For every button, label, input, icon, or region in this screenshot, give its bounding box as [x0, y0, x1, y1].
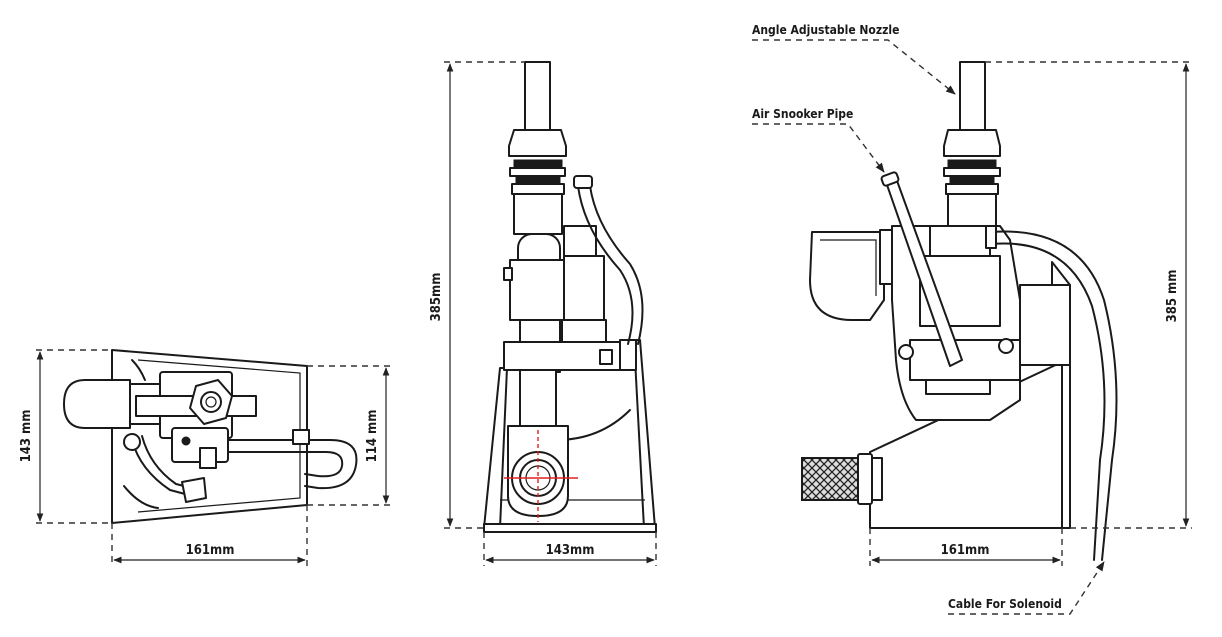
braided-hose: [801, 457, 861, 501]
callout-pipe: Air Snooker Pipe: [752, 107, 853, 121]
side-view: 385 mm 161mm Angle Adjustable Nozzle Air…: [752, 23, 1192, 615]
left-inner-height-label: 114 mm: [365, 410, 380, 463]
pipe-loop: [227, 439, 358, 490]
front-tube: [577, 185, 634, 345]
front-height-label: 385mm: [429, 273, 444, 322]
solenoid-cable: [991, 230, 1118, 561]
left-height-label: 143 mm: [19, 410, 34, 463]
side-nozzle: [959, 61, 986, 131]
front-view: 385mm 143mm: [429, 61, 657, 566]
callout-nozzle: Angle Adjustable Nozzle: [752, 23, 899, 37]
front-width-label: 143mm: [546, 543, 595, 558]
side-height-label: 385 mm: [1165, 270, 1180, 323]
solenoid-body: [63, 379, 131, 429]
callout-cable: Cable For Solenoid: [948, 597, 1062, 611]
left-width-label: 161mm: [186, 543, 235, 558]
front-base: [483, 367, 508, 529]
front-nozzle: [524, 61, 551, 131]
side-width-label: 161mm: [941, 543, 990, 558]
top-view: 143 mm 114 mm 161mm: [19, 349, 392, 566]
